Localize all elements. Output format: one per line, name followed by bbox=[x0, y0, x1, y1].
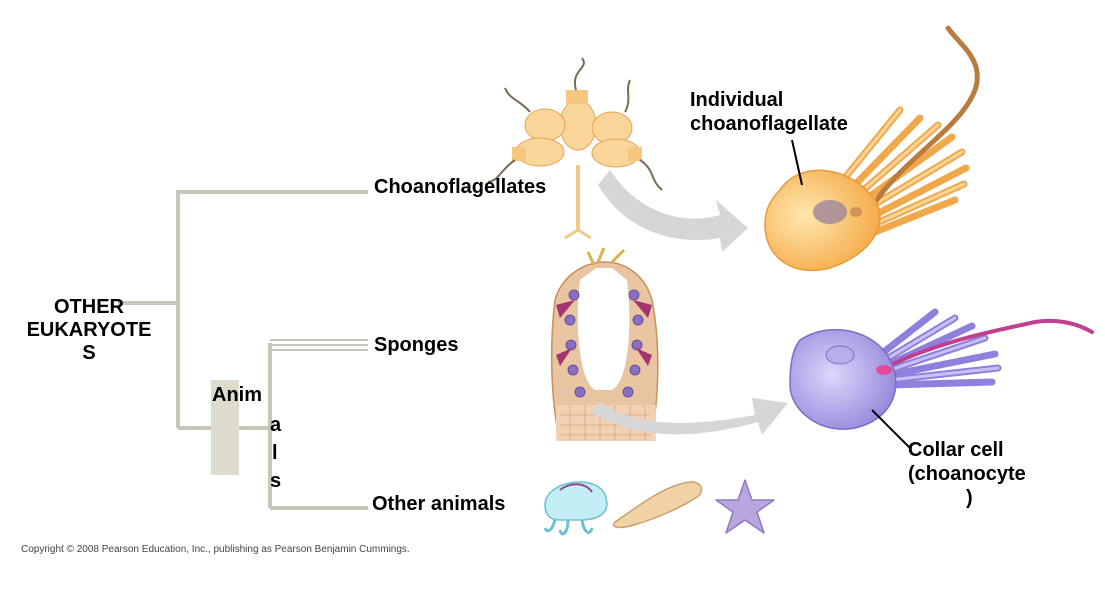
individual-choanoflagellate-label: Individual choanoflagellate bbox=[690, 89, 848, 135]
choanoflagellates-label: Choanoflagellates bbox=[374, 176, 547, 198]
choanoflagellate-colony-illustration bbox=[487, 57, 663, 240]
other-animals-label: Other animals bbox=[372, 493, 506, 515]
sponges-label: Sponges bbox=[374, 334, 459, 356]
collar-cell-illustration bbox=[789, 308, 1094, 430]
sponges-branch bbox=[270, 339, 368, 351]
animals-label-part-3: l bbox=[272, 442, 278, 464]
individual-choanoflagellate-illustration bbox=[764, 25, 980, 272]
animals-label-part-1: Anim bbox=[212, 384, 262, 406]
collar-cell-label: Collar cell (choanocyte ) bbox=[908, 439, 1026, 509]
arrow-to-choanoflagellate bbox=[598, 170, 748, 252]
starfish-icon bbox=[715, 479, 775, 534]
animals-label-part-4: s bbox=[270, 470, 282, 492]
collar-callout-line bbox=[871, 409, 911, 449]
jellyfish-icon bbox=[543, 481, 608, 536]
flatworm-icon bbox=[612, 481, 703, 529]
other-eukaryotes-label: OTHER EUKARYOTE S bbox=[26, 296, 152, 364]
phylogenetic-tree bbox=[118, 190, 368, 510]
copyright-notice: Copyright © 2008 Pearson Education, Inc.… bbox=[21, 544, 410, 555]
animals-clade-bar bbox=[211, 380, 239, 475]
arrow-to-collar-cell bbox=[590, 398, 788, 435]
animals-label-part-2: a bbox=[270, 414, 282, 436]
individual-callout-line bbox=[791, 139, 803, 186]
